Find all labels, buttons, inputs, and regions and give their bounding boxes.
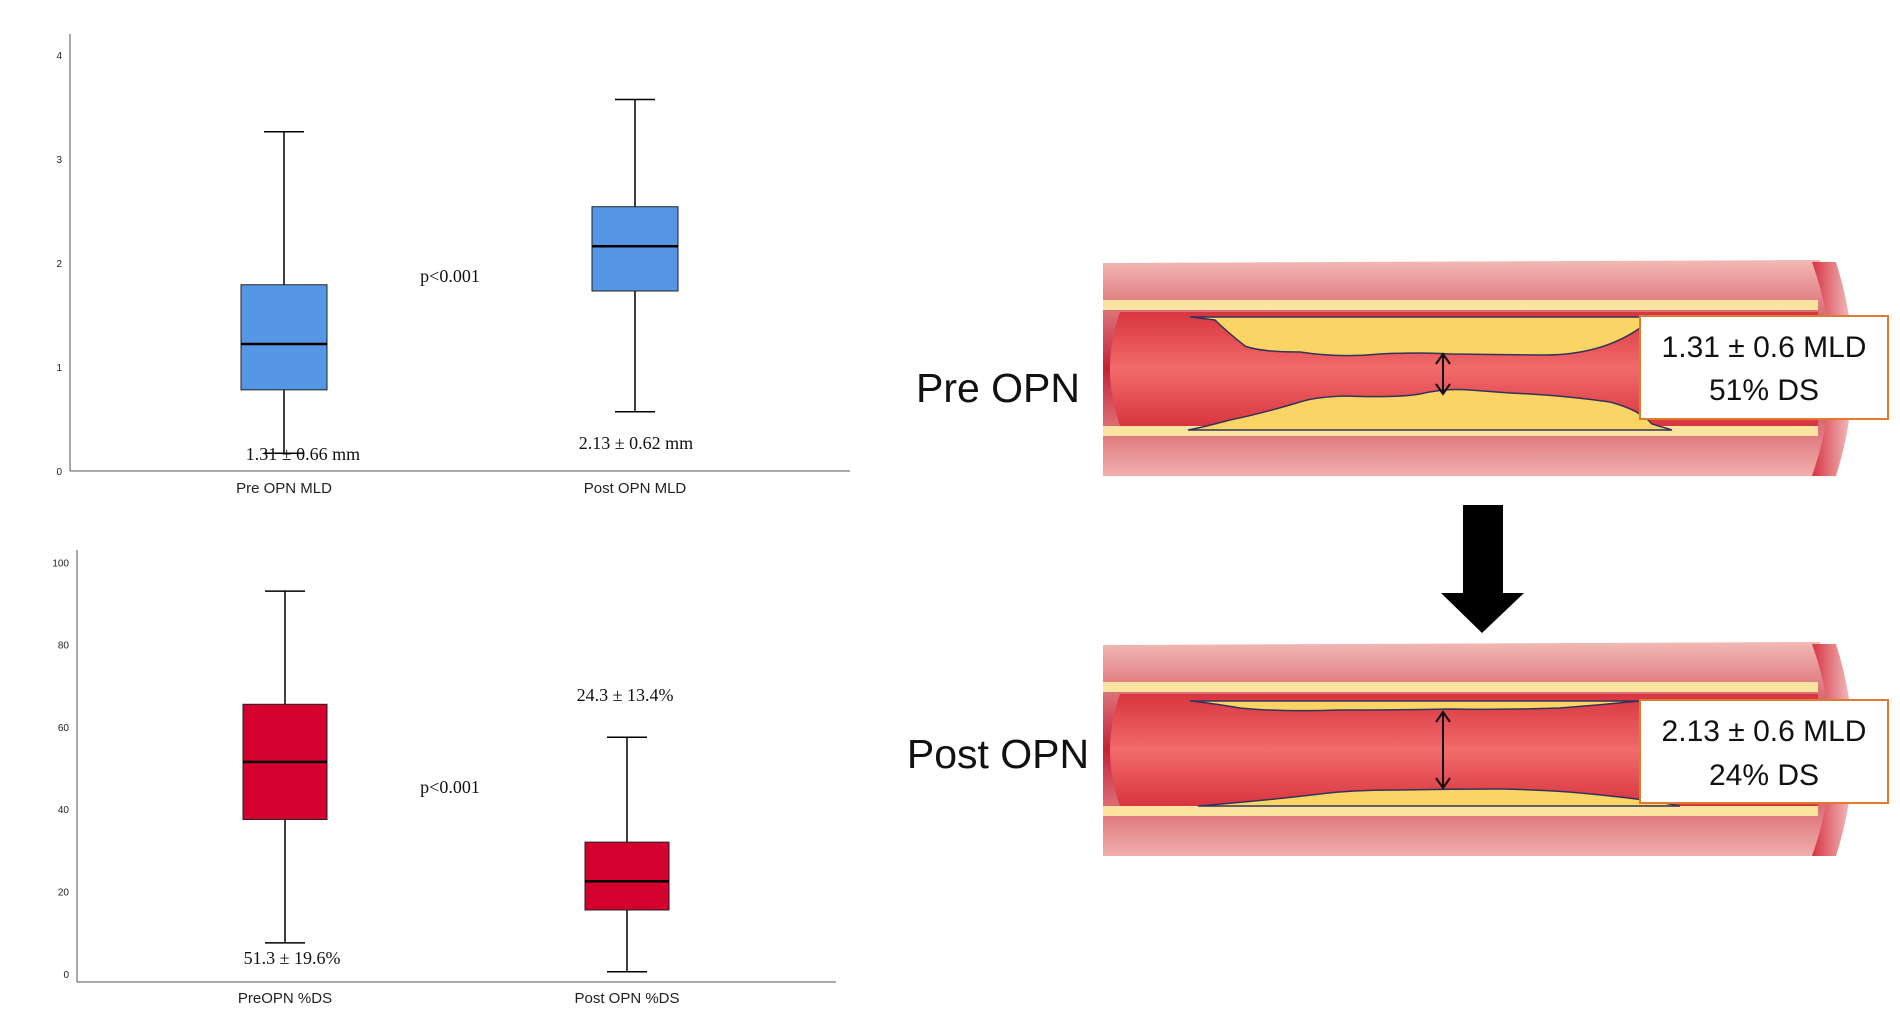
mld-annotation-pre: 1.31 ± 0.66 mm [246, 444, 360, 464]
post-vessel-bottom-stripe [1103, 806, 1818, 816]
post-plaque-top [1189, 700, 1641, 712]
ds-p-value: p<0.001 [420, 777, 480, 797]
down-arrow-shaft [1463, 505, 1503, 595]
pre-mld-arrow-head-down [1435, 383, 1451, 396]
ds-category-label-pre: PreOPN %DS [238, 990, 332, 1007]
ds-y-tick-label: 20 [58, 887, 70, 898]
mld-annotation-post: 2.13 ± 0.62 mm [579, 433, 693, 453]
post-opn-label: Post OPN [907, 731, 1089, 777]
post-mld-arrow-head-down [1435, 777, 1451, 790]
mld-box-pre [240, 131, 328, 455]
pre-plaque-top [1189, 316, 1641, 357]
pre-vessel-bottom-stripe [1103, 426, 1818, 436]
post-info-box [1639, 699, 1889, 804]
ds-boxes [242, 590, 670, 973]
post-info-box-ds: 24% DS [1709, 759, 1819, 792]
mld-box-post [591, 98, 679, 413]
iqr-box [584, 841, 670, 911]
ds-annotation-post: 24.3 ± 13.4% [577, 685, 674, 705]
ds-y-tick-label: 80 [58, 641, 70, 652]
post-info-box-mld: 2.13 ± 0.6 MLD [1662, 715, 1867, 748]
post-vessel-top-stripe [1103, 682, 1818, 692]
pre-info-box-mld: 1.31 ± 0.6 MLD [1662, 331, 1867, 364]
ds-category-label-post: Post OPN %DS [574, 990, 679, 1007]
down-arrow [1441, 505, 1524, 633]
post-plaque-bottom [1197, 788, 1681, 807]
iqr-box [591, 206, 679, 292]
mld-y-tick-label: 1 [56, 363, 62, 374]
ds-y-tick-label: 40 [58, 805, 70, 816]
ds-y-tick-label: 60 [58, 723, 70, 734]
mld-y-tick-label: 2 [56, 259, 62, 270]
mld-p-value: p<0.001 [420, 266, 480, 286]
mld-y-tick-labels: 0 1 2 3 4 [56, 51, 62, 478]
ds-y-tick-label: 0 [63, 970, 69, 981]
ds-y-tick-labels: 0 20 40 60 80 100 [52, 558, 69, 980]
pre-info-box [1639, 315, 1889, 420]
pre-plaque-bottom [1187, 388, 1673, 431]
mld-y-tick-label: 4 [56, 51, 62, 62]
pre-opn-vessel: Pre OPN 1.31 ± 0.6 MLD 51% DS [916, 260, 1889, 476]
mld-boxes [240, 98, 679, 455]
ds-annotation-pre: 51.3 ± 19.6% [244, 948, 341, 968]
post-opn-vessel: Post OPN 2.13 ± 0.6 MLD 24% DS [907, 642, 1889, 856]
down-arrow-head [1441, 593, 1524, 633]
ds-y-tick-label: 100 [52, 558, 69, 569]
mld-y-tick-label: 0 [56, 467, 62, 478]
ds-box-pre [242, 590, 328, 944]
ds-box-post [584, 736, 670, 973]
pre-info-box-ds: 51% DS [1709, 374, 1819, 407]
pre-opn-label: Pre OPN [916, 365, 1080, 411]
mld-category-label-pre: Pre OPN MLD [236, 480, 332, 497]
pre-mld-arrow-head-up [1435, 352, 1451, 365]
mld-box-plot: 0 1 2 3 4 Pre OPN MLD Post OPN MLD 1.31 ± 0.… [56, 34, 850, 497]
ds-box-plot: 0 20 40 60 80 100 PreOPN %DS Post OPN %DS 51.… [52, 550, 836, 1007]
post-mld-arrow-head-up [1435, 710, 1451, 723]
iqr-box [240, 284, 328, 391]
pre-vessel-top-stripe [1103, 300, 1818, 310]
mld-y-tick-label: 3 [56, 155, 62, 166]
mld-category-label-post: Post OPN MLD [584, 480, 687, 497]
